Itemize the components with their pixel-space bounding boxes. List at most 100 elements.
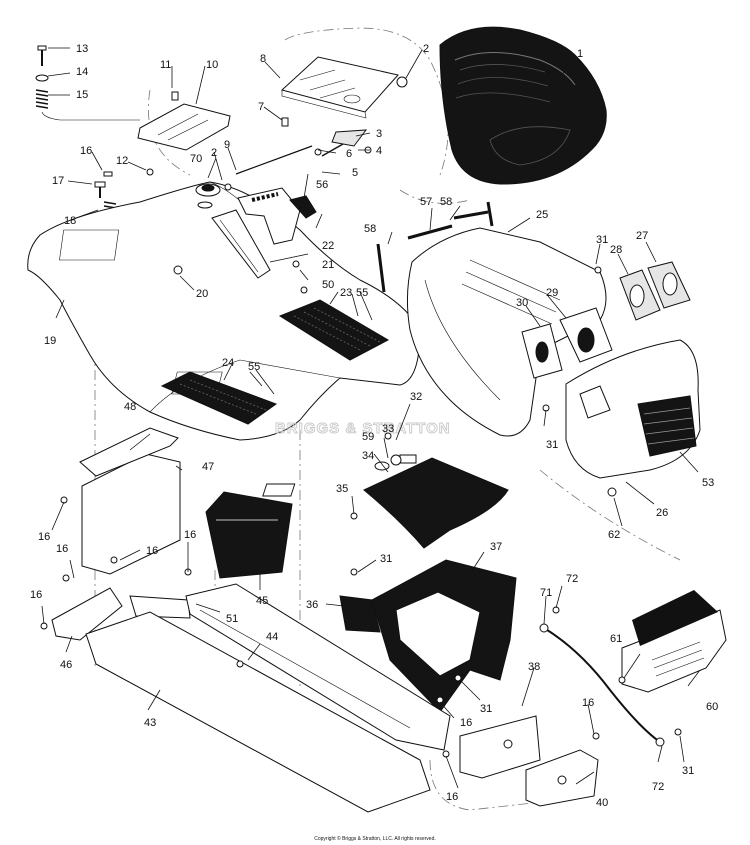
callout-35: 35 — [336, 483, 348, 495]
callout-16-b: 16 — [460, 717, 472, 729]
footrest-mat-left — [160, 371, 278, 425]
callout-56: 56 — [316, 179, 328, 191]
side-panel-part — [79, 427, 181, 575]
callout-18: 18 — [64, 215, 76, 227]
callout-31-d: 31 — [480, 703, 492, 715]
callout-51: 51 — [226, 613, 238, 625]
callout-8: 8 — [260, 53, 266, 65]
callout-3: 3 — [376, 128, 382, 140]
callout-16-i: 16 — [30, 589, 42, 601]
callout-34: 34 — [362, 450, 374, 462]
hood-part — [406, 227, 607, 437]
callout-16-f: 16 — [56, 543, 68, 555]
grille-part — [565, 339, 701, 479]
callout-72-b: 72 — [652, 781, 664, 793]
callout-55-a: 55 — [356, 287, 368, 299]
callout-15: 15 — [76, 89, 88, 101]
callout-16-h: 16 — [184, 529, 196, 541]
callout-2a: 2 — [423, 43, 429, 55]
callout-19: 19 — [44, 335, 56, 347]
deflector-plate-part — [621, 590, 727, 693]
callout-13: 13 — [76, 43, 88, 55]
callout-32: 32 — [410, 391, 422, 403]
callout-12: 12 — [116, 155, 128, 167]
fender-deck-part — [27, 181, 421, 441]
callout-17: 17 — [52, 175, 64, 187]
small-hardware — [40, 76, 682, 758]
battery-box-part — [205, 491, 293, 579]
callout-48: 48 — [124, 401, 136, 413]
callout-2b: 2 — [211, 147, 217, 159]
seat-pan-part — [280, 56, 399, 119]
callout-40: 40 — [596, 797, 608, 809]
callout-31-a: 31 — [596, 234, 608, 246]
callout-4: 4 — [376, 145, 382, 157]
dash-panel-part — [262, 454, 509, 549]
callout-50: 50 — [322, 279, 334, 291]
trim-strip-part — [211, 209, 271, 279]
hardware-stack — [35, 45, 140, 121]
callout-43: 43 — [144, 717, 156, 729]
callout-31-c: 31 — [380, 553, 392, 565]
callout-72-a: 72 — [566, 573, 578, 585]
spring-bolt — [94, 171, 117, 217]
callout-10: 10 — [206, 59, 218, 71]
callout-33: 33 — [382, 423, 394, 435]
callout-31-b: 31 — [546, 439, 558, 451]
callout-71: 71 — [540, 587, 552, 599]
callout-46: 46 — [60, 659, 72, 671]
callout-25: 25 — [536, 209, 548, 221]
seat-part — [439, 26, 607, 185]
callout-44: 44 — [266, 631, 278, 643]
callout-29: 29 — [546, 287, 558, 299]
callout-24: 24 — [222, 357, 234, 369]
callout-28: 28 — [610, 244, 622, 256]
console-part — [339, 559, 517, 713]
callout-7: 7 — [258, 101, 264, 113]
watermark-text: BRIGGS & STRATTON — [275, 420, 451, 437]
callout-31-e: 31 — [682, 765, 694, 777]
callout-6: 6 — [346, 148, 352, 160]
copyright-notice: Copyright © Briggs & Stratton, LLC. All … — [314, 836, 436, 842]
shift-decal-part — [237, 187, 301, 245]
callout-23: 23 — [340, 287, 352, 299]
callout-58-b: 58 — [364, 223, 376, 235]
callout-45: 45 — [256, 595, 268, 607]
callout-59: 59 — [362, 431, 374, 443]
callout-16-d: 16 — [582, 697, 594, 709]
callout-16-e: 16 — [38, 531, 50, 543]
callout-70: 70 — [190, 153, 202, 165]
callout-38: 38 — [528, 661, 540, 673]
callout-61: 61 — [610, 633, 622, 645]
footrest-mat-right — [278, 299, 390, 361]
callout-62: 62 — [608, 529, 620, 541]
callout-47: 47 — [202, 461, 214, 473]
callout-26: 26 — [656, 507, 668, 519]
callout-16-g: 16 — [146, 545, 158, 557]
callout-22: 22 — [322, 240, 334, 252]
callout-60: 60 — [706, 701, 718, 713]
front-bracket-part — [51, 587, 191, 641]
bushing-part — [195, 183, 221, 209]
callout-1: 1 — [577, 48, 583, 60]
lever-part — [289, 195, 317, 219]
callout-30: 30 — [516, 297, 528, 309]
callout-55-b: 55 — [248, 361, 260, 373]
callout-11: 11 — [160, 59, 171, 71]
callout-37: 37 — [490, 541, 502, 553]
callout-labels: 13 14 15 1 2 2 3 4 5 6 7 8 9 10 11 12 16… — [30, 43, 718, 809]
callout-58-a: 58 — [440, 196, 452, 208]
callout-16-a: 16 — [80, 145, 92, 157]
callout-53: 53 — [702, 477, 714, 489]
frame-rails — [85, 583, 451, 813]
callout-21: 21 — [322, 259, 334, 271]
callout-5: 5 — [352, 167, 358, 179]
callout-27: 27 — [636, 230, 648, 242]
callout-9: 9 — [224, 139, 230, 151]
callout-16-c: 16 — [446, 791, 458, 803]
rear-bracket-part — [459, 715, 599, 807]
dash-lights — [521, 261, 691, 379]
seat-bracket-part — [137, 103, 231, 151]
